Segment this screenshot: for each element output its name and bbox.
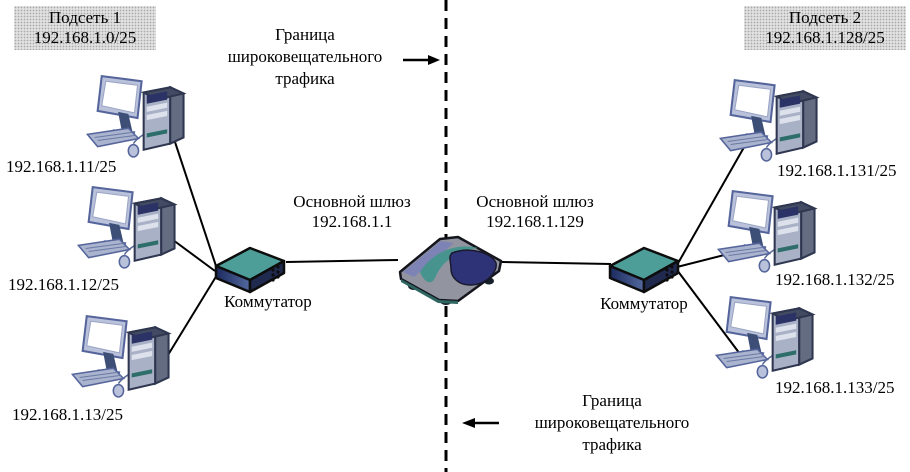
computer-icon-left-3 xyxy=(71,315,170,398)
computer-icon-right-3 xyxy=(715,296,814,379)
subnet-1-cidr: 192.168.1.0/25 xyxy=(33,28,137,47)
link-host2-switch-left xyxy=(168,236,216,272)
link-host1-switch-left xyxy=(173,138,218,270)
switch-left-label: Коммутатор xyxy=(224,292,312,311)
router-icon xyxy=(398,235,503,306)
host-left-1-ip: 192.168.1.11/25 xyxy=(6,157,117,176)
computer-icon-left-1 xyxy=(86,75,185,158)
subnet-1-title: Подсеть 1 xyxy=(48,8,122,27)
boundary-top-label: Граница широковещательного трафика xyxy=(227,25,383,88)
switch-icon-right xyxy=(608,246,680,294)
link-switch-right-host1 xyxy=(676,141,748,266)
switch-right-label: Коммутатор xyxy=(600,294,688,313)
computer-icon-right-1 xyxy=(719,79,818,162)
gateway-left-label: Основной шлюз 192.168.1.1 xyxy=(293,192,411,231)
link-router-switch-right xyxy=(501,261,612,265)
boundary-arrow-bottom xyxy=(462,418,499,428)
subnet-2-title: Подсеть 2 xyxy=(788,8,862,27)
host-right-2-ip: 192.168.1.132/25 xyxy=(775,270,895,289)
host-left-2-ip: 192.168.1.12/25 xyxy=(8,275,119,294)
subnet-2-label: Подсеть 2 192.168.1.128/25 xyxy=(744,6,906,50)
switch-icon-left xyxy=(214,246,286,294)
link-switch-left-router xyxy=(285,259,399,263)
link-host3-switch-left xyxy=(167,274,218,356)
link-switch-right-host3 xyxy=(676,269,741,355)
subnet-2-cidr: 192.168.1.128/25 xyxy=(765,28,885,47)
host-left-3-ip: 192.168.1.13/25 xyxy=(12,405,123,424)
computer-icon-right-2 xyxy=(717,190,816,273)
gateway-right-label: Основной шлюз 192.168.1.129 xyxy=(476,192,594,231)
subnet-1-label: Подсеть 1 192.168.1.0/25 xyxy=(14,6,156,50)
boundary-bottom-label: Граница широковещательного трафика xyxy=(534,391,690,454)
computer-icon-left-2 xyxy=(77,186,176,269)
host-right-3-ip: 192.168.1.133/25 xyxy=(775,378,895,397)
host-right-1-ip: 192.168.1.131/25 xyxy=(777,161,897,180)
boundary-arrow-top xyxy=(403,55,440,65)
